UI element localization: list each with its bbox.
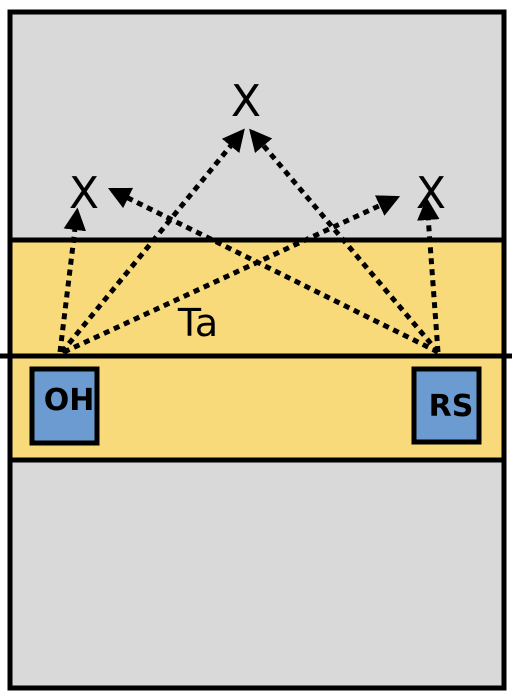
zone-label: Ta (177, 301, 218, 345)
arrow-rs-to-center-target (249, 128, 440, 354)
arrow-oh-to-right-target (62, 195, 401, 355)
player-oh-box (29, 366, 100, 446)
target-right: X (416, 168, 446, 219)
target-center: X (231, 76, 261, 127)
arrow-oh-to-center-target (60, 128, 245, 354)
attack-arrows (57, 128, 441, 355)
target-left: X (69, 168, 99, 219)
player-rs-label: RS (429, 389, 474, 424)
arrow-rs-to-left-target (107, 187, 440, 355)
player-oh-label: OH (44, 383, 95, 418)
arrow-rs-to-right-target (417, 197, 441, 353)
arrow-oh-to-left-target (57, 207, 86, 353)
player-rs-box (411, 366, 482, 445)
